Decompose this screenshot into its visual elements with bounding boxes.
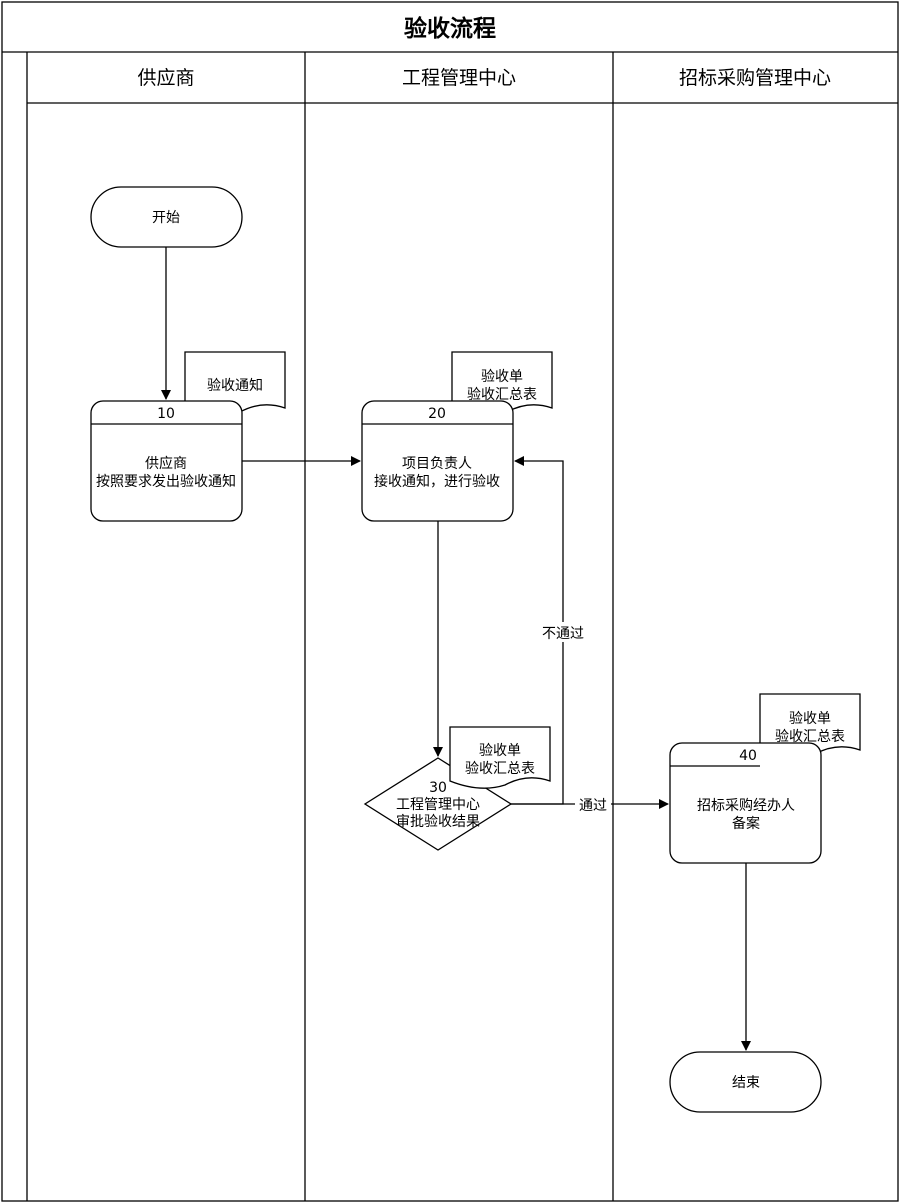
document-n40-line1: 验收单 [789, 711, 831, 727]
node-20-number: 20 [428, 406, 446, 422]
process-node-10: 10 供应商 按照要求发出验收通知 [90, 400, 243, 522]
node-40-number: 40 [739, 748, 757, 764]
node-40-line1: 招标采购经办人 [697, 798, 795, 814]
fail-label-bg [540, 622, 586, 642]
edge-label-pass: 通过 [579, 798, 607, 814]
start-label: 开始 [152, 210, 180, 226]
node-30-line1: 工程管理中心 [396, 797, 480, 813]
node-10-line2: 按照要求发出验收通知 [96, 473, 236, 490]
process-node-20: 20 项目负责人 接收通知，进行验收 [361, 400, 514, 522]
lane-header-procurement: 招标采购管理中心 [679, 67, 831, 89]
pass-label-bg [575, 794, 611, 814]
lane-header-supplier: 供应商 [137, 67, 194, 89]
process-node-40: 40 招标采购经办人 备案 [669, 742, 822, 864]
document-n30: 验收单 验收汇总表 [449, 726, 551, 789]
diagram-title: 验收流程 [404, 15, 496, 42]
document-n30-line2: 验收汇总表 [465, 761, 535, 777]
document-n20-line1: 验收单 [481, 369, 523, 385]
node-10-number: 10 [157, 406, 175, 422]
node-30-number: 30 [429, 780, 447, 796]
lane-header-engineering: 工程管理中心 [402, 67, 516, 89]
edge-label-fail: 不通过 [542, 626, 584, 642]
document-n40: 验收单 验收汇总表 [759, 693, 861, 758]
node-20-line1: 项目负责人 [402, 456, 472, 472]
node-10-line1: 供应商 [145, 455, 187, 472]
document-n40-line2: 验收汇总表 [775, 729, 845, 745]
node-30-line2: 审批验收结果 [396, 814, 480, 830]
end-label: 结束 [732, 1075, 760, 1091]
node-20-line2: 接收通知，进行验收 [374, 473, 500, 490]
document-n20-line2: 验收汇总表 [467, 387, 537, 403]
document-n20: 验收单 验收汇总表 [451, 351, 553, 416]
document-n10-line1: 验收通知 [207, 377, 263, 394]
document-n30-line1: 验收单 [479, 743, 521, 759]
start-node: 开始 [90, 186, 243, 248]
node-40-line2: 备案 [732, 815, 760, 832]
end-node: 结束 [669, 1051, 822, 1113]
